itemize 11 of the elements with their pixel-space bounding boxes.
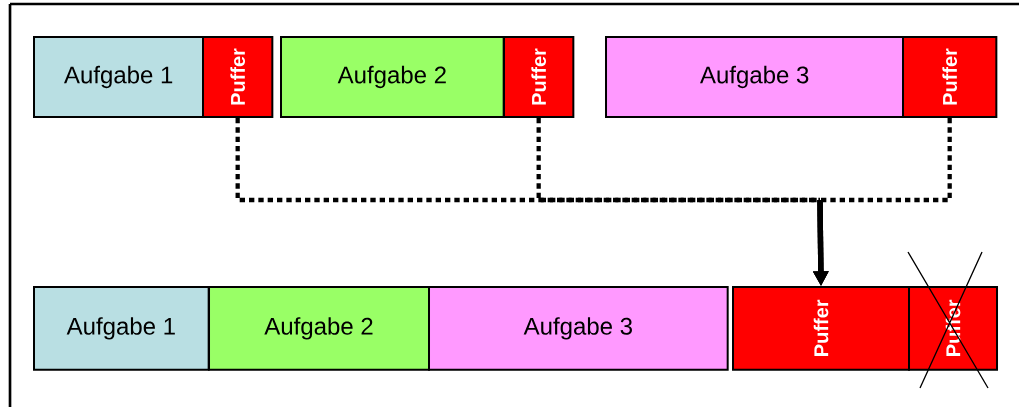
task-box: Aufgabe 2	[208, 286, 430, 371]
task-box: Aufgabe 1	[33, 36, 205, 118]
buffer-box: Puffer	[732, 286, 910, 371]
buffer-box: Puffer	[503, 36, 575, 118]
task-box: Aufgabe 2	[280, 36, 505, 118]
buffer-box: Puffer	[202, 36, 274, 118]
task-box: Aufgabe 3	[605, 36, 905, 118]
buffer-box: Puffer	[902, 36, 998, 118]
buffer-box: Puffer	[908, 286, 998, 371]
task-box: Aufgabe 3	[428, 286, 729, 371]
task-box: Aufgabe 1	[33, 286, 210, 371]
